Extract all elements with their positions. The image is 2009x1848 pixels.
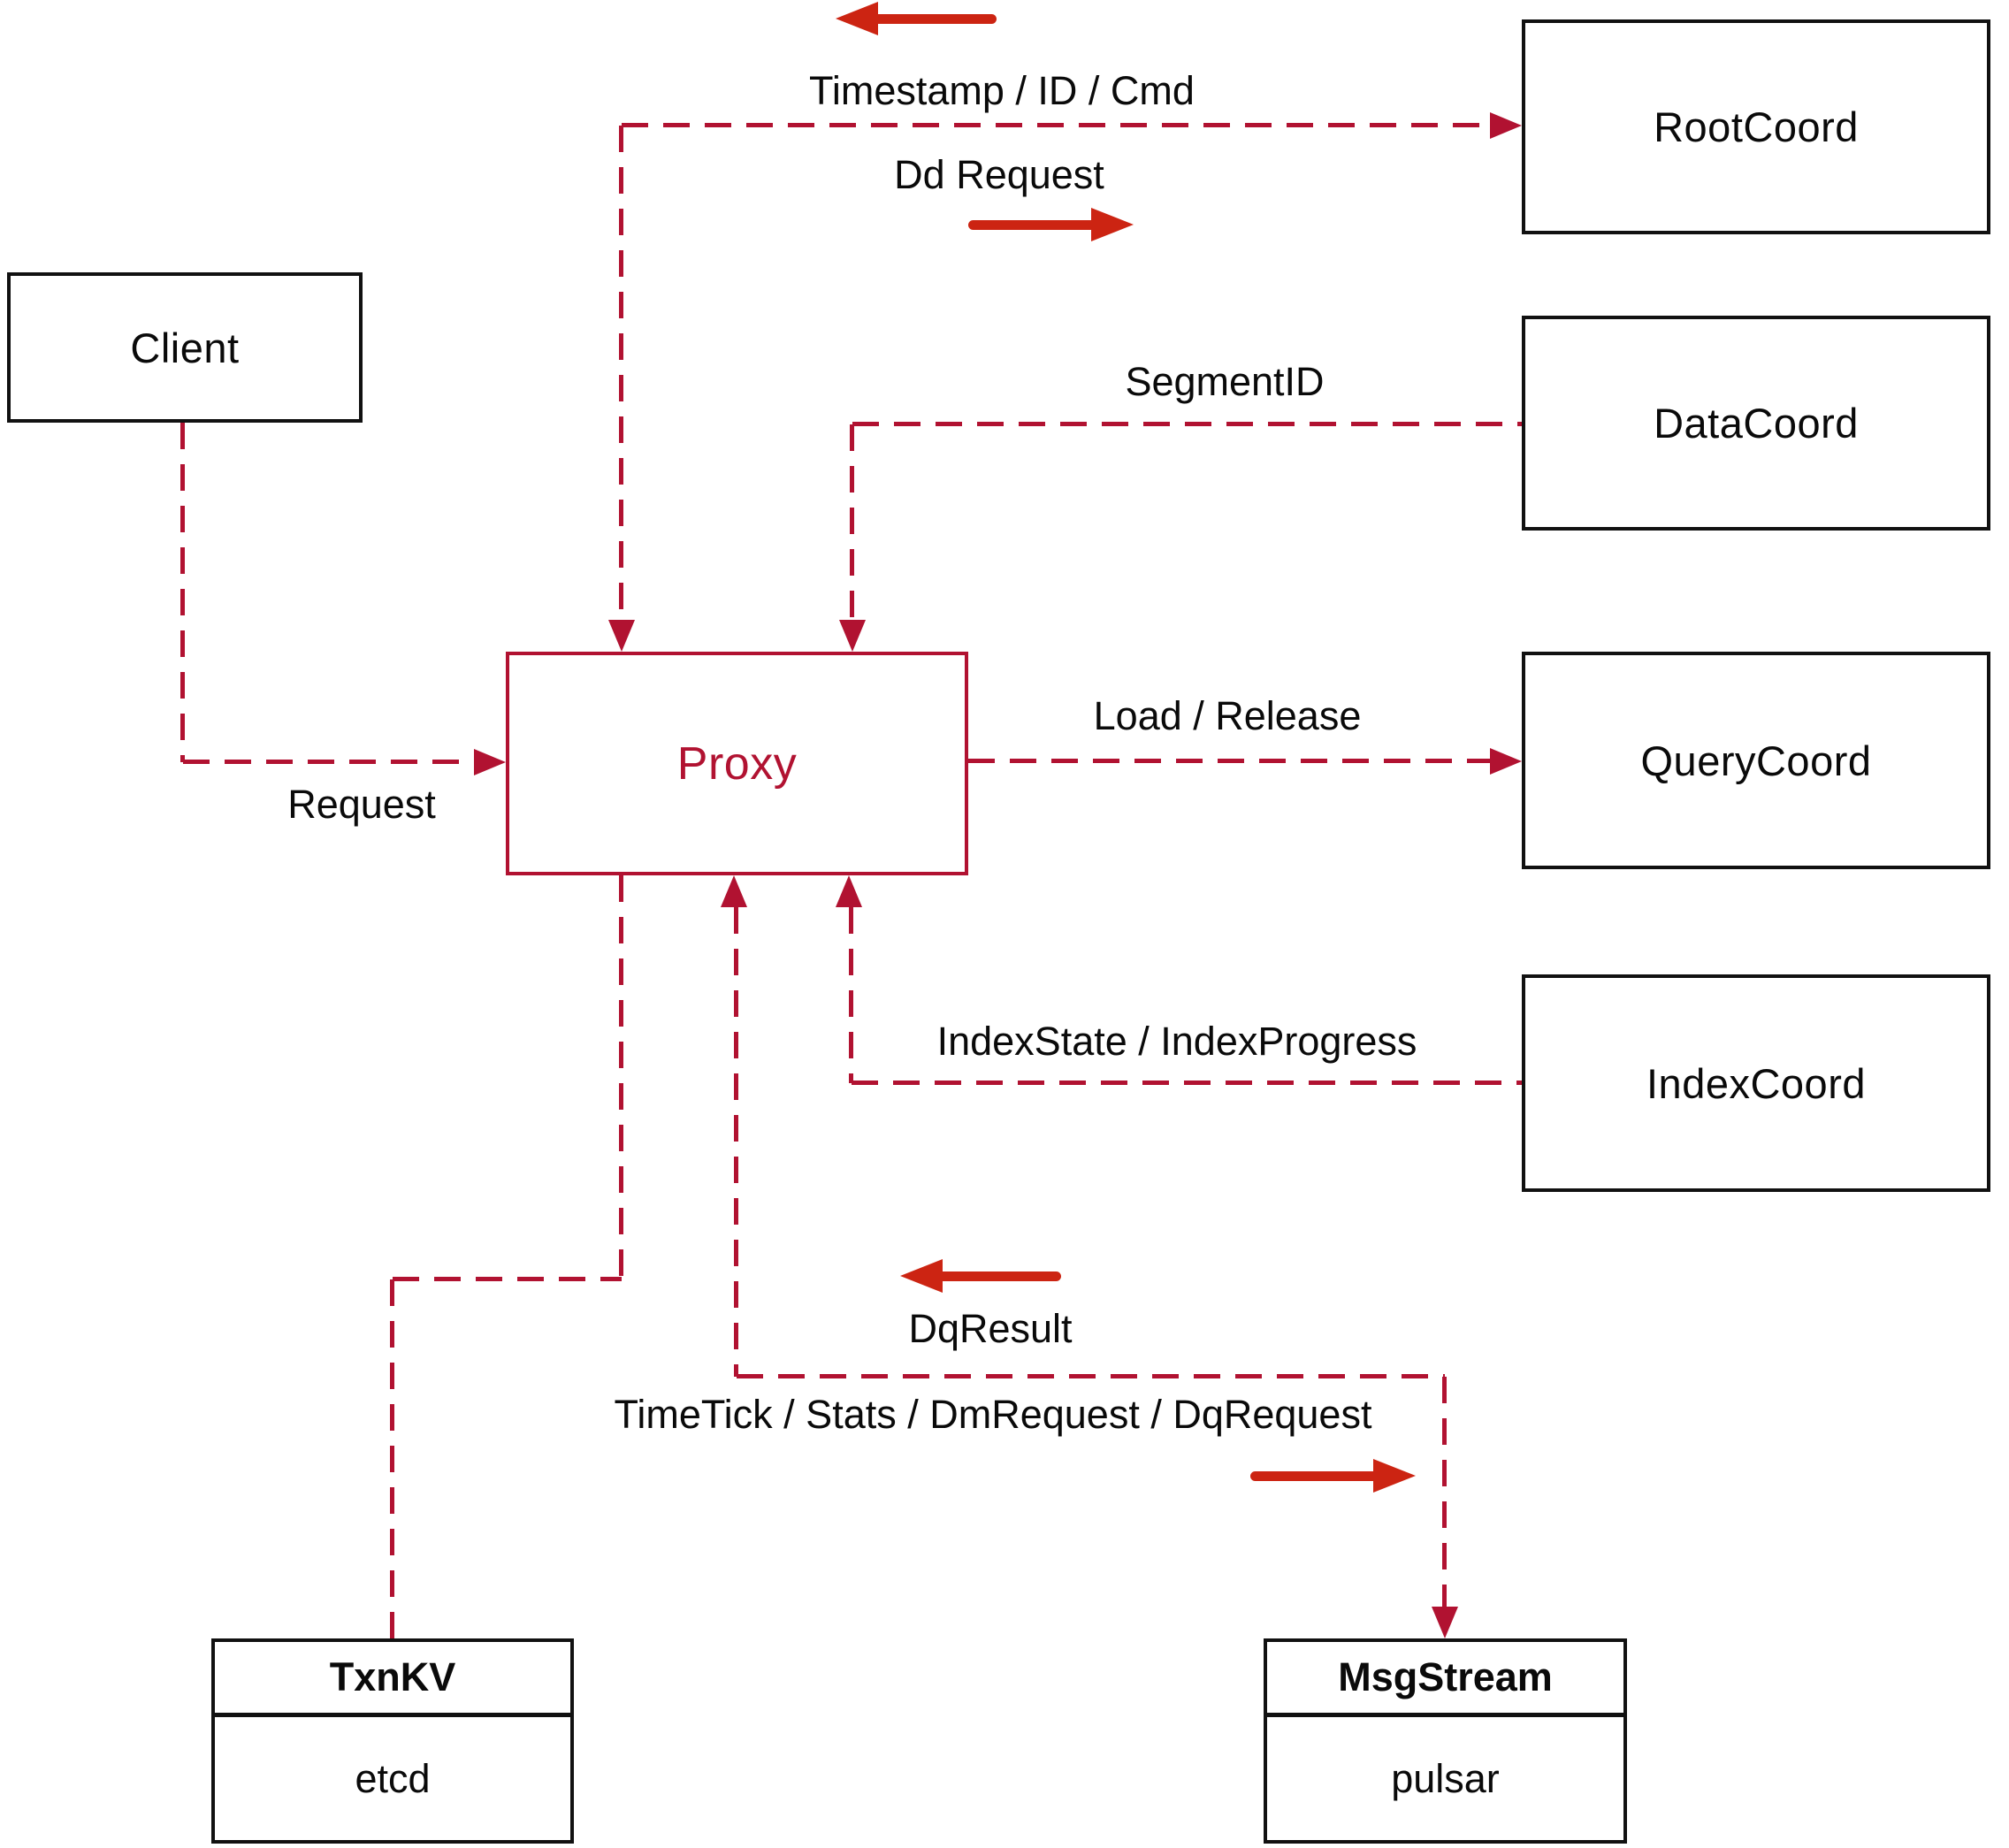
edge-proxy-msgstream-segment-v2 bbox=[1442, 1377, 1447, 1607]
left-direction-arrow-rootcoord-icon bbox=[836, 2, 997, 35]
arrowhead-into-querycoord-icon bbox=[1490, 748, 1522, 775]
edge-proxy-txnkv-segment-v1 bbox=[619, 875, 623, 1279]
edge-proxy-msgstream-segment-v1 bbox=[734, 907, 738, 1377]
node-root-coord-label: RootCoord bbox=[1654, 103, 1859, 150]
node-txnkv-impl: etcd bbox=[355, 1755, 431, 1801]
edge-indexcoord-proxy-segment-v bbox=[849, 907, 853, 1083]
edge-label-dq-result: DqResult bbox=[908, 1306, 1073, 1351]
node-query-coord-label: QueryCoord bbox=[1640, 737, 1872, 784]
edge-label-dd-request: Dd Request bbox=[894, 152, 1104, 197]
node-msgstream-impl: pulsar bbox=[1391, 1755, 1500, 1801]
edge-proxy-txnkv-segment-v2 bbox=[390, 1279, 394, 1638]
node-client-label: Client bbox=[130, 324, 240, 371]
edge-client-proxy-segment-v bbox=[180, 423, 185, 762]
edge-proxy-rootcoord-segment-h bbox=[622, 123, 1490, 127]
arrowhead-into-proxy-top-left-icon bbox=[608, 620, 635, 652]
arrowhead-into-msgstream-icon bbox=[1432, 1607, 1458, 1638]
left-direction-arrow-dqresult-icon bbox=[900, 1259, 1061, 1293]
node-proxy: Proxy bbox=[506, 652, 968, 875]
edge-proxy-txnkv-segment-h bbox=[393, 1277, 622, 1281]
edge-indexcoord-proxy-segment-h bbox=[852, 1081, 1522, 1085]
node-msgstream: MsgStream pulsar bbox=[1264, 1638, 1627, 1844]
arrowhead-into-proxy-bottom-left-icon bbox=[721, 875, 747, 907]
edge-proxy-querycoord-segment-h bbox=[968, 759, 1490, 763]
right-direction-arrow-ddrequest-icon bbox=[968, 208, 1134, 241]
arrow-head bbox=[1091, 208, 1134, 241]
arrow-shaft bbox=[1250, 1471, 1379, 1481]
right-direction-arrow-timetick-icon bbox=[1250, 1459, 1416, 1493]
node-client: Client bbox=[7, 272, 363, 423]
arrow-shaft bbox=[873, 14, 997, 24]
edge-proxy-rootcoord-segment-v bbox=[619, 126, 623, 620]
edge-datacoord-proxy-segment-v bbox=[850, 424, 854, 620]
arrow-head bbox=[1373, 1459, 1416, 1493]
edge-label-timetick-stats: TimeTick / Stats / DmRequest / DqRequest bbox=[614, 1392, 1372, 1437]
node-data-coord-label: DataCoord bbox=[1654, 400, 1859, 447]
node-data-coord: DataCoord bbox=[1522, 316, 1990, 531]
arrowhead-into-proxy-bottom-right-icon bbox=[836, 875, 862, 907]
edge-label-load-release: Load / Release bbox=[1093, 693, 1362, 738]
node-root-coord: RootCoord bbox=[1522, 19, 1990, 234]
node-txnkv-title: TxnKV bbox=[215, 1642, 570, 1717]
edge-client-proxy-segment-h bbox=[183, 760, 474, 764]
node-txnkv: TxnKV etcd bbox=[211, 1638, 574, 1844]
edge-label-segment-id: SegmentID bbox=[1125, 359, 1325, 404]
arrowhead-into-proxy-top-right-icon bbox=[839, 620, 866, 652]
edge-label-index-state-progress: IndexState / IndexProgress bbox=[936, 1019, 1417, 1064]
edge-label-timestamp-id-cmd: Timestamp / ID / Cmd bbox=[809, 68, 1195, 113]
node-index-coord-label: IndexCoord bbox=[1646, 1059, 1866, 1107]
arrowhead-into-proxy-left-icon bbox=[474, 749, 506, 775]
node-index-coord: IndexCoord bbox=[1522, 974, 1990, 1192]
node-query-coord: QueryCoord bbox=[1522, 652, 1990, 869]
node-msgstream-title: MsgStream bbox=[1267, 1642, 1623, 1717]
arrow-head bbox=[836, 2, 878, 35]
node-proxy-label: Proxy bbox=[676, 737, 798, 790]
edge-label-request: Request bbox=[287, 782, 436, 827]
edge-datacoord-proxy-segment-h bbox=[852, 422, 1522, 426]
arrow-shaft bbox=[968, 220, 1096, 230]
edge-proxy-msgstream-segment-h bbox=[737, 1374, 1445, 1378]
arrow-head bbox=[900, 1259, 943, 1293]
arrowhead-into-rootcoord-icon bbox=[1490, 112, 1522, 139]
arrow-shaft bbox=[937, 1271, 1061, 1281]
